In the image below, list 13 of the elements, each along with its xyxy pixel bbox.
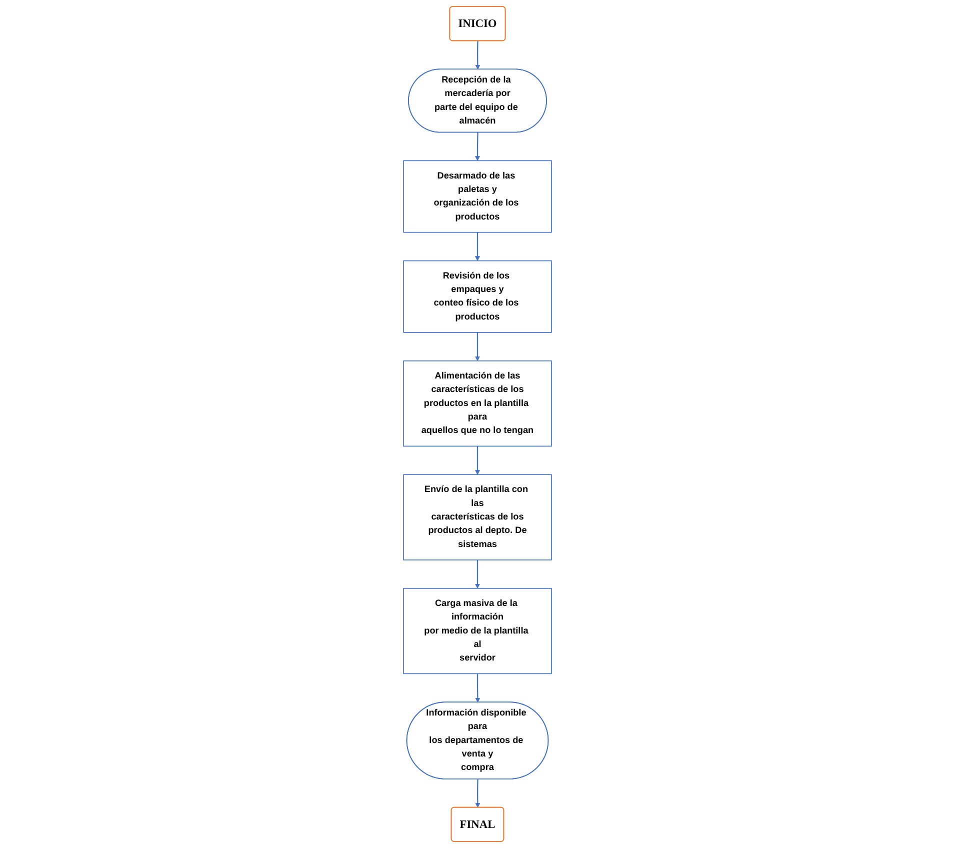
arrow	[474, 779, 480, 808]
arrow	[474, 132, 480, 161]
node-box: Alimentación de las características de los productos en la plantilla para aquellos que no lo tengan	[402, 360, 552, 447]
arrow	[474, 674, 480, 703]
arrow	[474, 232, 480, 261]
node-box: Envío de la plantilla con las características de los productos al depto. De sistemas	[402, 474, 552, 560]
arrow	[474, 446, 480, 475]
node-box: Revisión de los empaques y conteo físico de los productos	[402, 260, 552, 333]
arrow	[474, 40, 480, 70]
node-box: Desarmado de las paletas y organización de los productos	[402, 160, 552, 233]
node-box: Carga masiva de la información por medio de la plantilla al servidor	[402, 588, 552, 674]
arrow	[474, 332, 480, 362]
arrow	[474, 560, 480, 589]
